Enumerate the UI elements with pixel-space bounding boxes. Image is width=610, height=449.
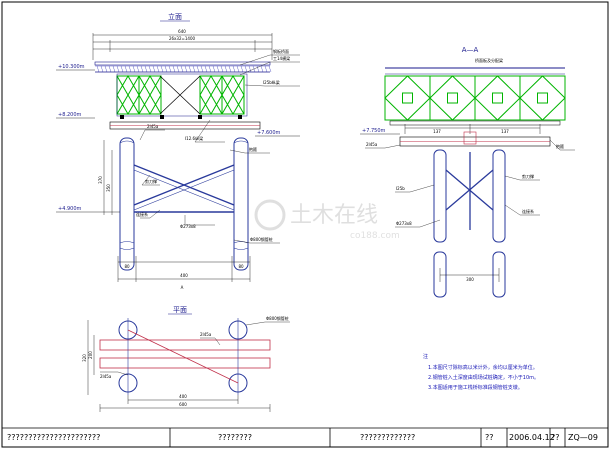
section-callout-a: 2I45a: [366, 142, 378, 147]
elev-low: +4.900m: [58, 206, 82, 212]
plan-dim-height: 320: [82, 354, 87, 362]
callout-beam: I12.6纵梁: [185, 135, 203, 141]
watermark-sub: co188.com: [350, 231, 400, 241]
note-line-2: 2.钢管桩入土深度由现场试桩确定，不小于10m。: [428, 374, 539, 381]
elevation-title: 立面: [168, 12, 182, 21]
title-number: ZQ—09: [568, 433, 598, 442]
title-company: ?????????????: [360, 433, 415, 442]
dim-height-370: 370: [98, 176, 103, 184]
callout-brace: 连接系: [136, 211, 148, 217]
title-drawing: ????????: [218, 433, 252, 442]
title-project: ??????????????????????: [7, 433, 100, 442]
section-callout-b: I25b: [396, 186, 405, 191]
section-callout-hoop: 抱箍: [556, 143, 564, 149]
note-line-1: 1.本图尺寸除标高以米计外，余均以厘米为单位。: [428, 364, 538, 371]
callout-cap-beam: 2I45a: [147, 124, 159, 129]
plan-callout-beam: 2I45a: [200, 332, 212, 337]
dim-pile-left: 80: [124, 264, 130, 269]
dim-top-span: 26x32=1400: [169, 36, 196, 41]
callout-diag: Φ273x8: [180, 224, 196, 229]
callout-hoop: 抱箍: [249, 146, 257, 152]
elev-mid: +8.200m: [58, 112, 82, 118]
plan-view: 平面 400 600 320 200: [82, 306, 290, 412]
dim-height-350: 350: [106, 184, 111, 192]
dim-overall-top: 640: [178, 29, 186, 34]
elev-cap: +7.600m: [257, 130, 281, 136]
section-callout-brace2: 连接系: [522, 208, 534, 214]
dim-pile-right: 80: [238, 264, 244, 269]
plan-callout-pile: Φ800钢管桩: [266, 315, 289, 321]
section-callout-brace1: 剪刀撑: [522, 173, 534, 179]
notes-heading: 注: [423, 353, 428, 360]
callout-stringer: I25b纵梁: [263, 79, 280, 85]
dim-bottom-span: 400: [180, 273, 188, 278]
plan-dim-overall: 600: [179, 402, 187, 407]
note-line-3: 3.本图适用于施工栈桥标准段钢管桩支墩。: [428, 384, 523, 391]
section-title: A—A: [462, 46, 479, 54]
title-date: 2006.04.12: [509, 433, 555, 442]
section-callout-deck: 桥面板及分配梁: [475, 57, 503, 63]
section-callout-c: Φ273x8: [396, 221, 412, 226]
callout-deck: 钢板桥面: [273, 48, 289, 54]
title-block: ?????????????????????? ???????? ????????…: [7, 428, 598, 447]
section-dim-137b: 137: [501, 129, 509, 134]
title-label-a: ??: [485, 433, 494, 442]
plan-callout-beam2: 2I45a: [100, 374, 112, 379]
notes-block: 注 1.本图尺寸除标高以米计外，余均以厘米为单位。 2.钢管桩入土深度由现场试桩…: [423, 353, 539, 391]
watermark: 土木在线 co188.com: [254, 199, 400, 241]
section-dim-137a: 137: [433, 129, 441, 134]
callout-cross: 工14横梁: [273, 55, 290, 61]
section-view: A—A 桥面板及分配梁 137 137 300: [360, 46, 575, 298]
section-mark-bottom: A: [181, 285, 184, 290]
elevation-view: 立面 640 26x32=1400: [56, 12, 300, 290]
plan-title: 平面: [173, 306, 187, 314]
section-elev-cap: +7.750m: [362, 128, 386, 134]
plan-dim-height2: 200: [88, 351, 93, 359]
section-dim-bottom: 300: [466, 277, 474, 282]
title-label-b: ??: [551, 433, 560, 442]
callout-bracing: 剪刀撑: [145, 178, 157, 184]
watermark-main: 土木在线: [290, 203, 378, 228]
callout-pile: Φ800钢管桩: [250, 236, 273, 242]
elev-top: +10.300m: [58, 64, 85, 70]
plan-dim-width: 400: [179, 394, 187, 399]
